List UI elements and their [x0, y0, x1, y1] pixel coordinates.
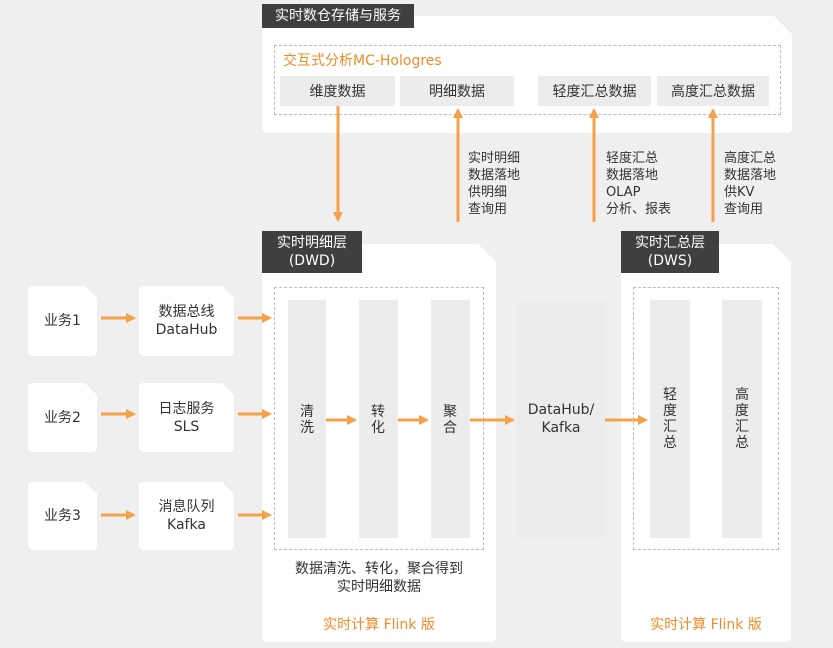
- stage-clean-label: 清洗: [300, 404, 314, 436]
- stage-transform-label: 转化: [371, 404, 385, 436]
- warehouse-title: 实时数仓存储与服务: [262, 4, 414, 28]
- stage-aggregate-column: [431, 300, 470, 538]
- stage-high-summary-column: [722, 300, 762, 538]
- dwd-caption: 数据清洗、转化，聚合得到 实时明细数据: [295, 561, 463, 595]
- stage-high-summary-label: 高度汇总: [735, 387, 749, 451]
- annotation-light-summary: 轻度汇总 数据落地 OLAP 分析、报表: [606, 151, 672, 217]
- dwd-label: 实时明细层 (DWD): [262, 231, 362, 273]
- warehouse-panel: [262, 16, 792, 133]
- cell-high-summary-data: 高度汇总数据: [657, 76, 769, 106]
- business-2-box: 业务2: [28, 383, 97, 452]
- stage-aggregate-label: 聚合: [443, 404, 457, 436]
- stage-light-summary-column: [650, 300, 690, 538]
- source-sls-box: 日志服务 SLS: [139, 383, 234, 452]
- hologres-title: 交互式分析MC-Hologres: [283, 53, 442, 69]
- cell-dimension-data: 维度数据: [280, 76, 395, 106]
- dws-label: 实时汇总层 (DWS): [621, 231, 719, 273]
- business-1-box: 业务1: [28, 286, 97, 356]
- cell-light-summary-data: 轻度汇总数据: [538, 76, 651, 106]
- cell-detail-data: 明细数据: [400, 76, 514, 106]
- stage-transform-column: [359, 300, 398, 538]
- stage-light-summary-label: 轻度汇总: [663, 387, 677, 451]
- annotation-detail: 实时明细 数据落地 供明细 查询用: [468, 151, 521, 217]
- source-datahub-box: 数据总线 DataHub: [139, 286, 234, 356]
- dws-footer: 实时计算 Flink 版: [650, 617, 762, 633]
- source-kafka-box: 消息队列 Kafka: [139, 482, 234, 550]
- business-3-box: 业务3: [28, 482, 97, 550]
- hologres-container: [274, 45, 781, 115]
- datahub-kafka-box: DataHub/ Kafka: [517, 300, 605, 538]
- dws-panel: [621, 244, 791, 642]
- stage-clean-column: [288, 300, 326, 538]
- annotation-high-summary: 高度汇总 数据落地 供KV 查询用: [724, 151, 777, 217]
- dwd-footer: 实时计算 Flink 版: [323, 617, 435, 633]
